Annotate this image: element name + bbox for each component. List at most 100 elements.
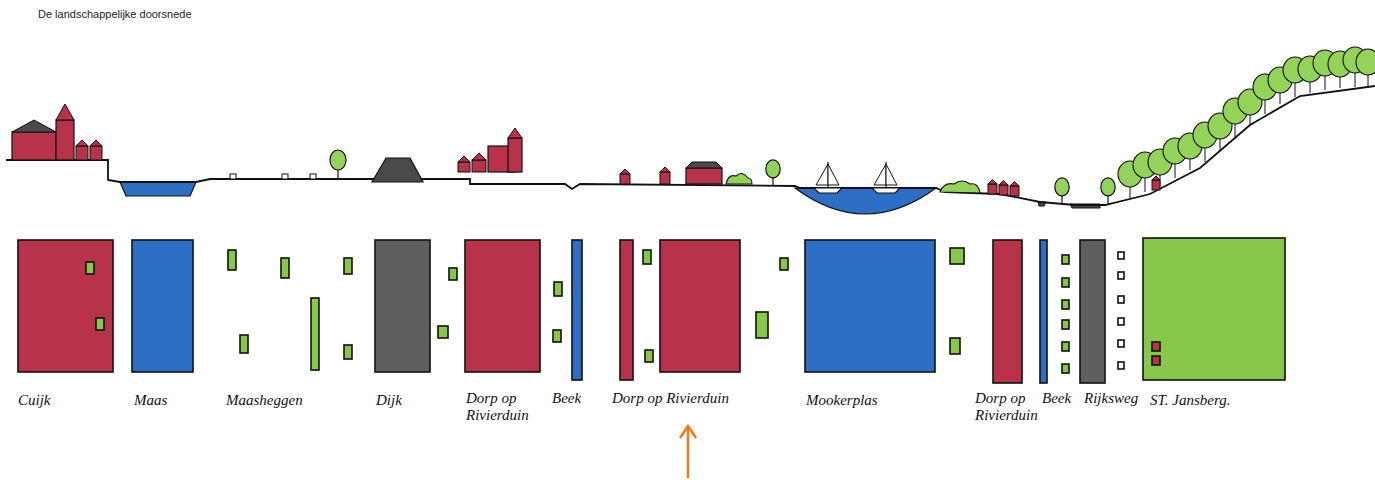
- zone-block: [660, 240, 740, 372]
- zone-block: [18, 240, 113, 372]
- green-element: [86, 262, 94, 274]
- house-roof: [1152, 176, 1160, 180]
- shrub: [726, 173, 752, 184]
- boat-sail: [886, 164, 897, 185]
- house-marker: [1152, 356, 1160, 365]
- zone-label: Maasheggen: [226, 392, 346, 409]
- zone-label: Mookerplas: [806, 392, 936, 409]
- zone-block: [620, 240, 633, 380]
- zone-label: Dorp op Rivierduin: [612, 390, 782, 407]
- green-element: [645, 350, 653, 362]
- church-nave: [12, 132, 56, 160]
- zone-label: Beek: [1042, 390, 1087, 407]
- hedge-stub: [310, 174, 316, 179]
- green-element: [281, 258, 289, 278]
- shrub: [940, 181, 980, 193]
- zone-label: Dorp op Rivierduin: [466, 390, 546, 424]
- zone-label: Dorp op Rivierduin: [975, 390, 1050, 424]
- tree-crown: [330, 150, 346, 170]
- house-roof: [90, 140, 102, 146]
- house-marker: [1152, 342, 1160, 351]
- green-element: [344, 258, 352, 274]
- green-element: [344, 345, 352, 359]
- house-wall: [76, 146, 88, 160]
- dike: [372, 158, 423, 182]
- zone-label: Beek: [552, 390, 602, 407]
- green-element: [950, 338, 960, 354]
- house-wall: [1010, 186, 1019, 196]
- house-wall: [90, 146, 102, 160]
- house-wall: [458, 162, 470, 172]
- zone-block: [1143, 238, 1285, 380]
- green-element: [438, 326, 448, 338]
- river-water: [120, 182, 196, 196]
- hedge-stub: [230, 174, 236, 179]
- green-element: [950, 248, 964, 264]
- green-element: [240, 335, 248, 353]
- zone-block: [572, 240, 582, 380]
- green-element: [756, 312, 768, 338]
- green-element: [1062, 364, 1069, 373]
- green-element: [96, 318, 104, 330]
- house-roof: [1010, 182, 1019, 187]
- house-roof: [472, 153, 486, 160]
- green-element: [643, 250, 651, 264]
- church-tower: [508, 138, 522, 172]
- lamp-marker: [1118, 296, 1124, 303]
- tree-crown: [1356, 49, 1375, 75]
- boat-hull: [814, 188, 842, 193]
- zone-block: [993, 240, 1022, 383]
- green-element: [228, 250, 236, 270]
- house-roof: [620, 169, 630, 174]
- zone-label: ST. Jansberg.: [1150, 392, 1280, 409]
- green-element: [780, 258, 788, 270]
- green-element: [1062, 300, 1069, 309]
- house-roof: [686, 162, 722, 168]
- lamp-marker: [1118, 362, 1124, 369]
- lamp-marker: [1118, 272, 1124, 279]
- tree-crown: [1101, 178, 1115, 196]
- pointer-arrowhead: [680, 426, 696, 438]
- green-element: [1062, 342, 1069, 351]
- house-wall: [1152, 180, 1160, 190]
- green-element: [1062, 278, 1069, 287]
- house-roof: [660, 167, 670, 172]
- tree-crown: [766, 160, 780, 178]
- house-roof: [999, 181, 1008, 186]
- boat-hull: [872, 188, 900, 193]
- zone-label: Cuijk: [18, 392, 108, 409]
- house-roof: [76, 140, 88, 146]
- house-wall: [472, 160, 486, 172]
- green-element: [553, 330, 561, 342]
- green-element: [311, 298, 319, 370]
- zone-label: Dijk: [376, 392, 436, 409]
- hedge-stub: [282, 174, 288, 179]
- boat-sail: [874, 164, 886, 185]
- zone-block: [805, 240, 935, 372]
- lamp-marker: [1118, 252, 1124, 259]
- tower-spire: [508, 128, 522, 138]
- green-element: [449, 268, 457, 280]
- zone-block: [375, 240, 430, 372]
- ground-profile: [6, 86, 1375, 205]
- pointer-arrow: [687, 428, 690, 478]
- boat-sail: [828, 164, 839, 185]
- church-tower: [56, 120, 74, 160]
- house-wall: [686, 168, 722, 184]
- green-element: [1062, 255, 1069, 264]
- house-wall: [988, 184, 997, 194]
- zone-block: [132, 240, 193, 372]
- zone-block: [465, 240, 540, 372]
- green-element: [554, 282, 562, 296]
- diagram-title: De landschappelijke doorsnede: [38, 8, 192, 20]
- lake-water: [795, 188, 936, 214]
- church-roof: [12, 120, 56, 132]
- lamp-marker: [1118, 318, 1124, 325]
- zone-label: Maas: [134, 392, 214, 409]
- lamp-marker: [1118, 340, 1124, 347]
- zone-block: [1040, 240, 1047, 383]
- green-element: [1062, 320, 1069, 329]
- house-wall: [660, 172, 670, 184]
- zone-block: [1080, 240, 1105, 383]
